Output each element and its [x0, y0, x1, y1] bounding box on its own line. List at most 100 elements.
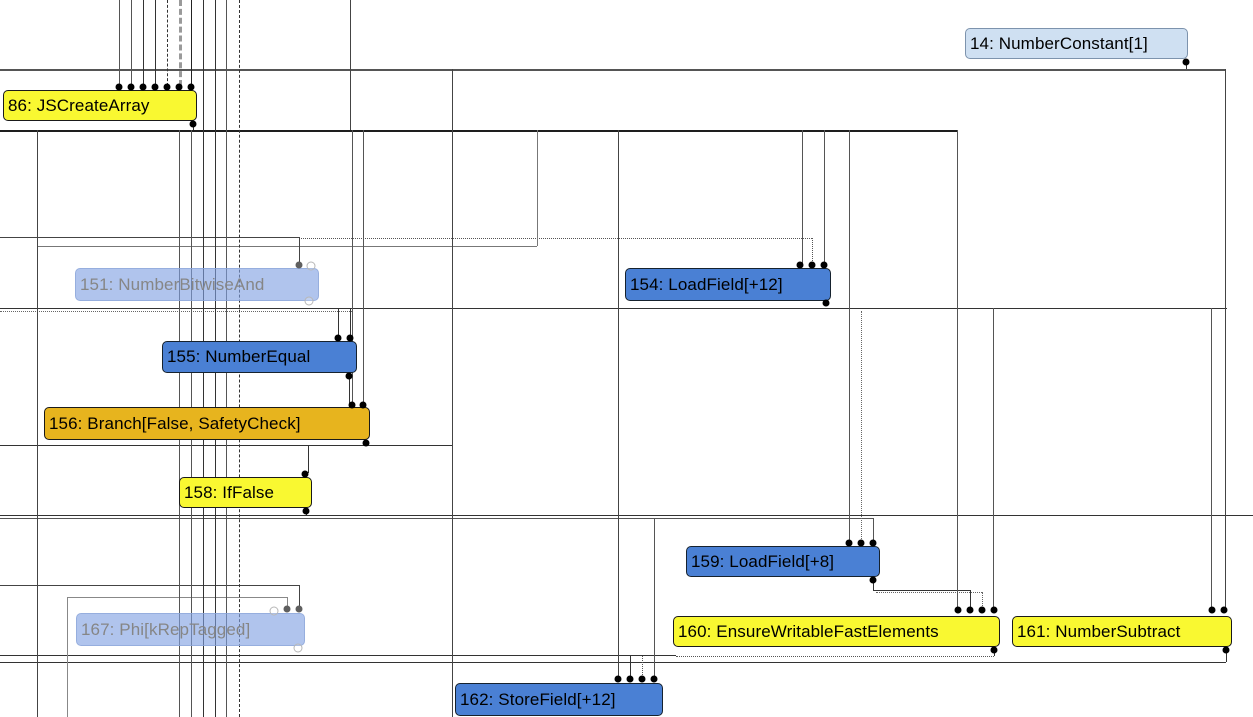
edge-line-horizontal	[0, 130, 957, 132]
edge-line-vertical	[131, 0, 132, 86]
port-dot	[1182, 58, 1190, 66]
edge-line-vertical	[143, 0, 144, 86]
port-ring	[304, 296, 314, 306]
edge-line-vertical	[452, 69, 453, 717]
edge-line-horizontal	[0, 445, 452, 446]
graph-node-156[interactable]: 156: Branch[False, SafetyCheck]	[44, 407, 370, 440]
graph-node-161[interactable]: 161: NumberSubtract	[1012, 616, 1232, 647]
port-dot	[301, 470, 309, 478]
port-dot	[845, 539, 853, 547]
graph-node-154[interactable]: 154: LoadField[+12]	[625, 268, 831, 301]
port-dot	[822, 299, 830, 307]
edge-line-horizontal	[876, 592, 982, 593]
edge-line-vertical	[861, 311, 862, 543]
port-dot	[139, 83, 147, 91]
port-dot	[163, 83, 171, 91]
port-dot	[346, 334, 354, 342]
port-dot	[187, 83, 195, 91]
port-dot	[362, 439, 370, 447]
port-dot	[796, 261, 804, 269]
edge-line-horizontal	[299, 238, 812, 239]
port-dot	[614, 675, 622, 683]
edge-line-vertical	[349, 377, 350, 404]
graph-node-167[interactable]: 167: Phi[kRepTagged]	[76, 613, 305, 646]
edge-line-horizontal	[0, 515, 1253, 516]
edge-line-vertical	[618, 130, 619, 679]
port-dot	[857, 539, 865, 547]
edge-line-vertical	[299, 237, 300, 264]
port-ring	[306, 261, 316, 271]
port-ring	[269, 606, 279, 616]
edge-line-vertical	[824, 130, 825, 265]
port-dot-faded	[283, 605, 291, 613]
port-dot	[869, 576, 877, 584]
graph-node-14[interactable]: 14: NumberConstant[1]	[965, 28, 1188, 59]
port-dot	[808, 261, 816, 269]
graph-node-86[interactable]: 86: JSCreateArray	[3, 90, 197, 121]
edge-line-horizontal	[0, 518, 873, 519]
edge-line-vertical	[350, 0, 351, 130]
edge-line-horizontal	[0, 237, 300, 238]
edge-line-vertical	[363, 130, 364, 404]
edge-line-vertical	[654, 518, 655, 679]
edge-line-horizontal	[0, 311, 352, 312]
edge-line-horizontal	[873, 590, 971, 591]
port-dot-faded	[295, 605, 303, 613]
port-dot-faded	[295, 261, 303, 269]
port-dot	[1220, 606, 1228, 614]
port-dot	[966, 606, 974, 614]
edge-line-vertical	[37, 130, 38, 717]
port-dot	[869, 539, 877, 547]
graph-node-162[interactable]: 162: StoreField[+12]	[455, 683, 663, 716]
graph-node-155[interactable]: 155: NumberEqual	[162, 341, 357, 373]
graph-node-158[interactable]: 158: IfFalse	[179, 477, 312, 508]
port-dot	[626, 675, 634, 683]
port-dot	[151, 83, 159, 91]
port-dot	[650, 675, 658, 683]
edge-line-vertical	[338, 308, 339, 337]
edge-line-vertical	[155, 0, 156, 86]
port-dot	[978, 606, 986, 614]
edge-line-horizontal	[676, 656, 994, 657]
graph-node-151[interactable]: 151: NumberBitwiseAnd	[75, 268, 319, 301]
port-dot	[189, 120, 197, 128]
port-dot	[820, 261, 828, 269]
port-dot	[990, 606, 998, 614]
edge-line-vertical	[993, 308, 994, 610]
port-dot	[1208, 606, 1216, 614]
graph-node-159[interactable]: 159: LoadField[+8]	[686, 546, 880, 577]
port-dot	[638, 675, 646, 683]
port-dot	[127, 83, 135, 91]
port-dot	[1222, 646, 1230, 654]
edge-line-horizontal	[67, 597, 287, 598]
port-dot	[175, 83, 183, 91]
edge-line-vertical	[119, 0, 120, 86]
port-ring	[293, 643, 303, 653]
edge-line-horizontal	[37, 246, 537, 247]
edge-line-vertical	[167, 0, 168, 86]
edge-line-vertical	[802, 130, 803, 265]
edge-line-vertical	[308, 445, 309, 473]
graph-node-160[interactable]: 160: EnsureWritableFastElements	[673, 616, 1000, 647]
edge-line-vertical	[350, 308, 351, 337]
edge-line-vertical	[179, 0, 182, 86]
edge-line-horizontal	[0, 585, 300, 586]
edge-line-vertical	[537, 130, 538, 246]
edge-line-vertical	[1211, 308, 1212, 610]
edge-line-vertical	[191, 0, 192, 86]
edge-line-vertical	[957, 130, 958, 610]
edge-line-horizontal	[0, 655, 676, 656]
port-dot	[359, 401, 367, 409]
port-dot	[345, 372, 353, 380]
port-dot	[348, 401, 356, 409]
edge-line-vertical	[849, 130, 850, 543]
port-dot	[302, 507, 310, 515]
edge-line-vertical	[1225, 69, 1226, 610]
edge-line-horizontal	[0, 69, 1226, 71]
edge-line-horizontal	[0, 662, 1226, 663]
port-dot	[954, 606, 962, 614]
port-dot	[115, 83, 123, 91]
edge-line-horizontal	[0, 308, 1227, 309]
port-dot	[990, 646, 998, 654]
